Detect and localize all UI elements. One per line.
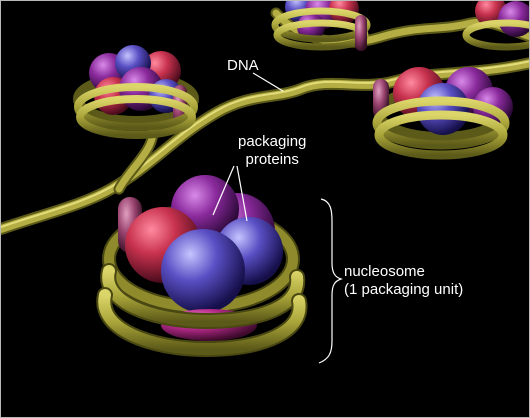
nucleosome-brace: [318, 198, 343, 364]
packaging-proteins-label: packaging proteins: [238, 133, 306, 169]
nucleosome-small-top: [271, 1, 371, 51]
annotation-lines: [212, 72, 343, 364]
nucleosome-medium-right: [372, 67, 513, 160]
nucleosome-label-line-1: nucleosome: [344, 263, 425, 280]
nucleosome-small-topright: [462, 1, 529, 51]
nucleosome-label-line-2: (1 packaging unit): [344, 281, 464, 298]
proteins-pointer-line-2: [236, 165, 248, 222]
nucleosome-label: nucleosome (1 packaging unit): [344, 263, 463, 299]
nucleosome-small-topleft: [73, 45, 199, 139]
packaging-proteins-line-2: proteins: [245, 151, 299, 168]
proteins-pointer-line-1: [212, 165, 235, 216]
dna-pointer-line: [252, 72, 284, 92]
packaging-proteins-line-1: packaging: [238, 133, 307, 150]
dna-label: DNA: [227, 57, 259, 74]
nucleosome-large: [96, 175, 308, 358]
